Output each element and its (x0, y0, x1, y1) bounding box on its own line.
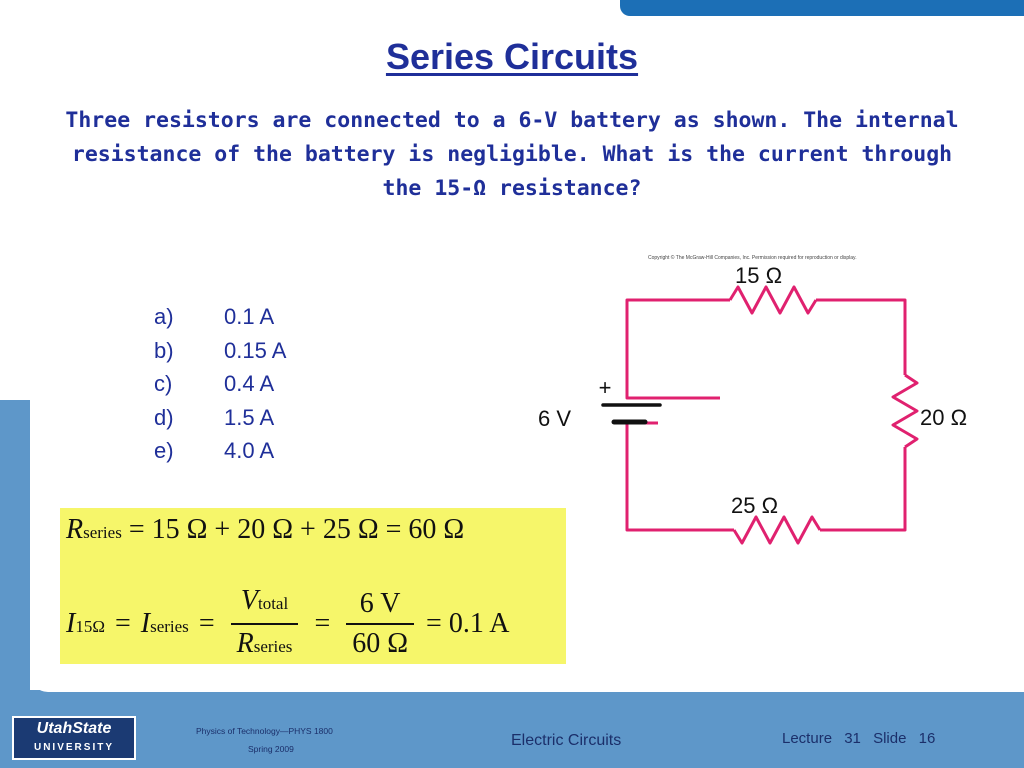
lecture-label: Lecture (782, 730, 833, 747)
choice-label: c) (154, 371, 173, 396)
right-resistor-label: 20 Ω (920, 405, 967, 430)
resistor-top-icon (728, 285, 818, 315)
choice-a: a) 0.1 A (154, 300, 286, 334)
circuit-diagram: + 6 V 15 Ω 20 Ω 25 Ω (538, 263, 967, 545)
wire-bottom-left (625, 421, 734, 532)
slide-label: Slide (873, 730, 907, 747)
equation-rhs: = 15 Ω + 20 Ω + 25 Ω = 60 Ω (128, 514, 465, 545)
subscript: series (150, 616, 189, 636)
footer-term: Spring 2009 (248, 744, 294, 754)
footer-lecture-slide: Lecture 31 Slide 16 (782, 730, 943, 747)
equals-sign: = (314, 607, 331, 639)
slide-top-bar (620, 0, 1024, 16)
wire-top-right (816, 298, 907, 375)
footer-course: Physics of Technology—PHYS 1800 (196, 726, 333, 736)
solution-formula-box: Rseries = 15 Ω + 20 Ω + 25 Ω = 60 Ω I15Ω… (60, 508, 566, 664)
slide-frame-left (0, 400, 30, 710)
fraction-numerator: 6 V (359, 588, 401, 619)
fraction-v-over-r: Vtotal Rseries (230, 582, 299, 666)
logo-top-text: UtahState (36, 720, 112, 737)
choice-text: 1.5 A (224, 404, 275, 430)
choice-e: e) 4.0 A (154, 434, 286, 468)
symbol: I (140, 607, 151, 639)
circuit-copyright: Copyright © The McGraw-Hill Companies, I… (648, 255, 857, 261)
lecture-number: 31 (844, 730, 861, 747)
choice-label: d) (154, 404, 174, 430)
wire-top-left (625, 298, 730, 400)
logo-bottom-text: UNIVERSITY (33, 742, 114, 753)
footer-topic: Electric Circuits (511, 732, 622, 749)
battery-plus-sign: + (599, 375, 612, 400)
slide-number: 16 (918, 730, 936, 747)
symbol: R (66, 514, 84, 545)
choice-label: a) (154, 304, 174, 329)
slide-title: Series Circuits (385, 36, 639, 77)
utah-state-logo: UtahState UNIVERSITY (12, 716, 136, 760)
choice-c: c) 0.4 A (154, 367, 286, 401)
subscript: 15Ω (75, 616, 105, 636)
fraction-numeric: 6 V 60 Ω (346, 585, 415, 663)
choice-label: e) (154, 438, 174, 463)
symbol: I (66, 607, 76, 639)
subscript: series (83, 523, 122, 542)
choice-d: d) 1.5 A (154, 401, 286, 435)
answer-choices: a) 0.1 A b) 0.15 A c) 0.4 A d) 1.5 A e) 4.0 A (154, 300, 286, 468)
equals-sign: = (198, 607, 215, 639)
current-equation: I15Ω = Iseries = Vtotal Rseries = 6 V 60… (66, 582, 510, 666)
choice-text: 0.15 A (224, 337, 287, 363)
wire-bottom-right (820, 447, 907, 532)
choice-text: 4.0 A (224, 438, 275, 463)
choice-label: b) (154, 337, 174, 363)
fraction-denominator: 60 Ω (352, 627, 409, 659)
equation-result: = 0.1 A (426, 607, 510, 639)
battery-voltage-label: 6 V (538, 406, 571, 431)
series-resistance-equation: Rseries = 15 Ω + 20 Ω + 25 Ω = 60 Ω (66, 514, 464, 546)
symbol: R (236, 627, 254, 659)
top-resistor-label: 15 Ω (735, 263, 782, 288)
choice-text: 0.1 A (224, 304, 275, 329)
bottom-resistor-label: 25 Ω (731, 493, 778, 518)
resistor-bottom-icon (732, 515, 822, 545)
question-text: Three resistors are connected to a 6-V b… (65, 108, 959, 201)
resistor-right-icon (891, 373, 919, 449)
slide-frame-bottom (0, 690, 1024, 768)
choice-text: 0.4 A (224, 371, 275, 396)
subscript: series (253, 636, 293, 656)
choice-b: b) 0.15 A (154, 334, 286, 368)
symbol: V (240, 585, 258, 616)
equals-sign: = (114, 607, 131, 639)
subscript: total (257, 594, 289, 613)
battery-icon (601, 403, 662, 425)
